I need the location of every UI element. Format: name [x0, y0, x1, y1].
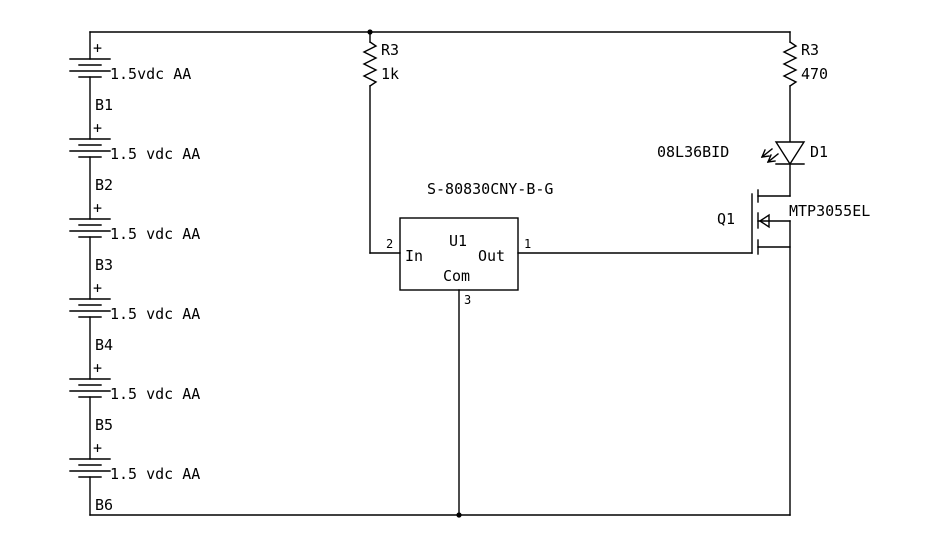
- battery-b2: +1.5 vdc AA B2: [69, 76, 200, 194]
- ic-pin-com-label: Com: [443, 267, 470, 285]
- battery-ref-label: B3: [95, 256, 113, 274]
- battery-value-label: 1.5 vdc AA: [110, 225, 200, 243]
- resistor-right-ref: R3: [801, 41, 819, 59]
- ic-pin-out-number: 1: [524, 237, 531, 251]
- battery-b1: +1.5vdc AA B1: [69, 31, 191, 114]
- ic-pin-out-label: Out: [478, 247, 505, 265]
- battery-plus-sign: +: [93, 199, 102, 217]
- resistor-r3-470: R3 470: [782, 31, 828, 142]
- battery-ref-label: B5: [95, 416, 113, 434]
- led-ref: D1: [810, 143, 828, 161]
- resistor-left-value: 1k: [381, 65, 399, 83]
- ic-u1: S-80830CNY-B-G U1 In Out Com 2 1 3: [386, 180, 753, 516]
- led-emission-arrow-icon: [767, 153, 779, 163]
- resistor-right-value: 470: [801, 65, 828, 83]
- resistor-r3-1k: R3 1k: [362, 31, 401, 254]
- ic-pin-com-number: 3: [464, 293, 471, 307]
- mosfet-arrow-icon: [758, 213, 770, 229]
- battery-value-label: 1.5vdc AA: [110, 65, 191, 83]
- battery-plus-sign: +: [93, 279, 102, 297]
- battery-b3: +1.5 vdc AA B3: [69, 156, 200, 274]
- mosfet-q1: Q1 MTP3055EL: [717, 189, 870, 516]
- ic-pin-in-number: 2: [386, 237, 393, 251]
- battery-ref-label: B1: [95, 96, 113, 114]
- battery-plus-sign: +: [93, 39, 102, 57]
- ic-pin-in-label: In: [405, 247, 423, 265]
- battery-value-label: 1.5 vdc AA: [110, 465, 200, 483]
- mosfet-part-number: MTP3055EL: [789, 202, 870, 220]
- ic-ref: U1: [449, 232, 467, 250]
- ic-part-number: S-80830CNY-B-G: [427, 180, 553, 198]
- battery-plus-sign: +: [93, 359, 102, 377]
- battery-value-label: 1.5 vdc AA: [110, 385, 200, 403]
- battery-value-label: 1.5 vdc AA: [110, 305, 200, 323]
- led-emission-arrow-icon: [761, 148, 773, 158]
- battery-ref-label: B2: [95, 176, 113, 194]
- battery-ref-label: B6: [95, 496, 113, 514]
- resistor-left-ref: R3: [381, 41, 399, 59]
- led-d1: 08L36BID D1: [657, 141, 828, 197]
- battery-b4: +1.5 vdc AA B4: [69, 236, 200, 354]
- led-part-number: 08L36BID: [657, 143, 729, 161]
- battery-value-label: 1.5 vdc AA: [110, 145, 200, 163]
- battery-plus-sign: +: [93, 119, 102, 137]
- battery-plus-sign: +: [93, 439, 102, 457]
- battery-b6: +1.5 vdc AA B6: [69, 396, 200, 514]
- battery-ref-label: B4: [95, 336, 113, 354]
- mosfet-ref: Q1: [717, 210, 735, 228]
